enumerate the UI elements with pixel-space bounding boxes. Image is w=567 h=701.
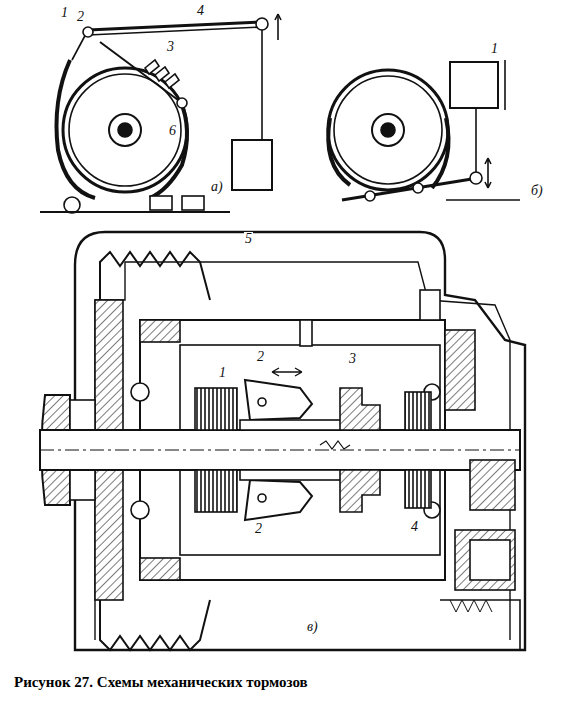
callout-number: 1 <box>218 366 227 380</box>
figure-letter: б) <box>530 184 544 198</box>
figure-letter: в) <box>306 620 319 634</box>
callout-number: 5 <box>244 232 253 246</box>
callout-number: 3 <box>166 40 175 54</box>
figure-caption: Рисунок 27. Схемы механических тормозов <box>14 674 308 691</box>
callout-number: 2 <box>76 10 85 24</box>
callout-number: 2 <box>256 350 265 364</box>
callout-number: 3 <box>348 352 357 366</box>
callout-number: 4 <box>410 520 419 534</box>
callout-number: 1 <box>490 42 499 56</box>
callout-number: 2 <box>254 522 263 536</box>
callout-number: 6 <box>168 124 177 138</box>
callout-number: 4 <box>196 4 205 18</box>
callout-number: 1 <box>60 6 69 20</box>
figure-letter: а) <box>210 180 224 194</box>
